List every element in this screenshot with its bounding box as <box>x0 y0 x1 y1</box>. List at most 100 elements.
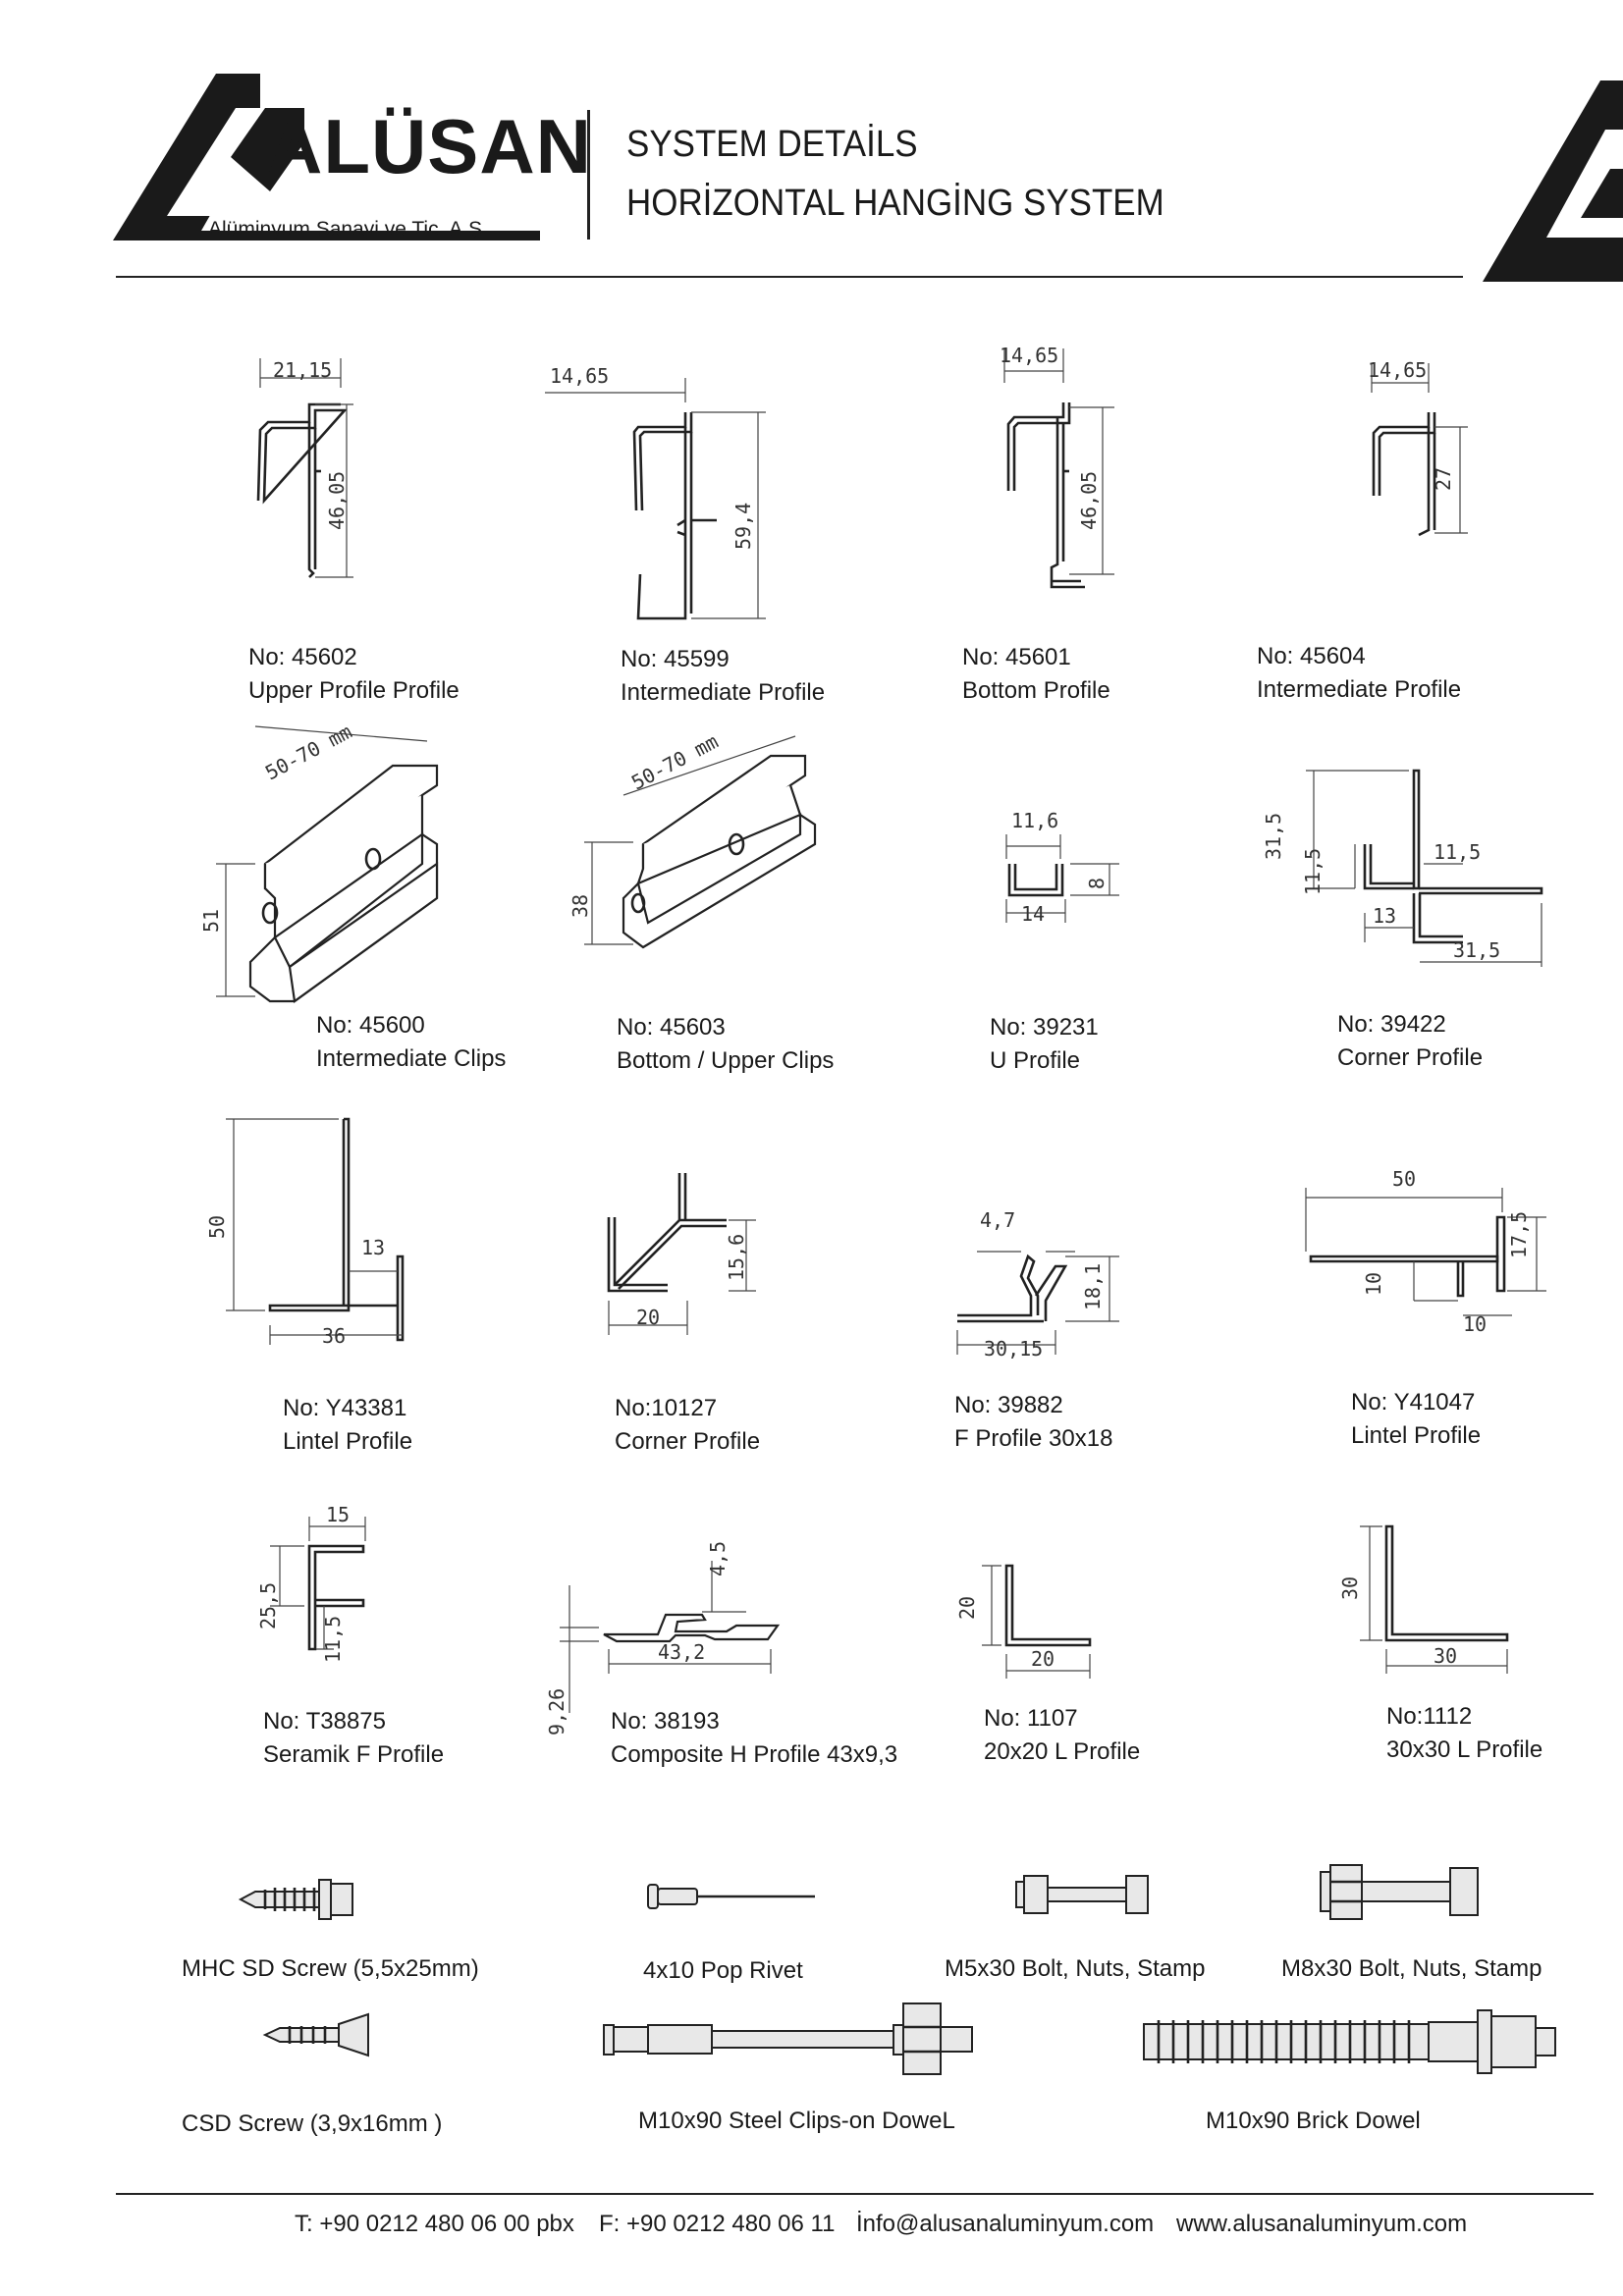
dim-label: 50 <box>205 1215 229 1239</box>
profile-name: Intermediate Clips <box>316 1045 507 1072</box>
brick-dowel-icon <box>1143 2009 1556 2074</box>
page-title-line2: HORİZONTAL HANGİNG SYSTEM <box>626 183 1164 224</box>
dim-text-row4: 15 25,5 11,5 4,5 9,26 43,2 20 20 30 30 <box>256 1503 1457 1735</box>
logo-text: ALÜSAN <box>267 103 592 189</box>
profile-caption: No:10127 Corner Profile <box>615 1392 760 1459</box>
drawing-45602 <box>256 358 353 578</box>
profile-name: Corner Profile <box>1337 1044 1484 1071</box>
dim-label: 10 <box>1463 1312 1487 1336</box>
profile-number: No: 45604 <box>1257 643 1366 669</box>
dim-label: 8 <box>1085 878 1109 889</box>
dim-label: 30 <box>1434 1644 1457 1668</box>
profile-number: No: 1107 <box>984 1705 1078 1732</box>
dim-label: 30,15 <box>984 1337 1043 1361</box>
accessory-label: M5x30 Bolt, Nuts, Stamp <box>945 1955 1206 1982</box>
profile-number: No: Y43381 <box>283 1395 407 1421</box>
logo-subtitle: Alüminyum Sanayi ve Tic. A.Ş. <box>208 218 488 240</box>
profile-caption: No: T38875 Seramik F Profile <box>263 1705 444 1772</box>
profile-number: No: 39882 <box>954 1392 1063 1418</box>
pop-rivet-icon <box>647 1884 815 1909</box>
header-divider <box>587 110 590 240</box>
dim-label: 4,7 <box>980 1208 1015 1232</box>
profile-name: F Profile 30x18 <box>954 1425 1113 1452</box>
page-title-line1: SYSTEM DETAİLS <box>626 124 918 165</box>
drawing-45604 <box>1371 363 1468 537</box>
profile-name: U Profile <box>990 1047 1081 1074</box>
footer-phone: T: +90 0212 480 06 00 pbx <box>295 2211 574 2237</box>
footer-email-link[interactable]: İnfo@alusanaluminyum.com <box>856 2211 1155 2237</box>
dim-text-row2: 50-70 mm 51 50-70 mm 38 11,6 8 14 31,5 1… <box>199 720 1500 962</box>
profile-caption: No: 45604 Intermediate Profile <box>1257 640 1461 707</box>
profile-name: Bottom Profile <box>962 677 1110 704</box>
profile-name: Lintel Profile <box>1351 1422 1482 1449</box>
profile-number: No: 39231 <box>990 1014 1099 1041</box>
profile-caption: No: 45603 Bottom / Upper Clips <box>617 1011 834 1078</box>
profile-name: 30x30 L Profile <box>1386 1736 1543 1763</box>
profile-name: Upper Profile Profile <box>248 677 460 704</box>
dim-text-row3: 50 13 36 15,6 20 4,7 18,1 30,15 50 17,5 … <box>205 1167 1531 1361</box>
profile-caption: No: 45600 Intermediate Clips <box>316 1009 506 1076</box>
profile-caption: No: 45599 Intermediate Profile <box>621 643 825 710</box>
steel-clips-on-dowel-icon <box>603 2002 973 2075</box>
accessory-label: CSD Screw (3,9x16mm ) <box>182 2110 443 2137</box>
profile-caption: No: 45602 Upper Profile Profile <box>248 641 460 708</box>
dim-label: 13 <box>1373 904 1396 928</box>
profile-caption: No: 39231 U Profile <box>990 1011 1099 1078</box>
drawing-39231 <box>1005 834 1119 923</box>
dim-label: 21,15 <box>273 358 332 382</box>
dim-label: 11,5 <box>321 1616 345 1663</box>
drawing-1107 <box>982 1564 1092 1679</box>
header-rule <box>116 276 1463 278</box>
profile-caption: No: 39422 Corner Profile <box>1337 1008 1483 1075</box>
dim-label: 11,6 <box>1011 809 1058 832</box>
dim-label: 18,1 <box>1081 1263 1105 1310</box>
profile-name: Seramik F Profile <box>263 1741 445 1768</box>
profile-caption: No:1112 30x30 L Profile <box>1386 1700 1542 1767</box>
dim-label: 27 <box>1432 467 1455 491</box>
accessory-label: M10x90 Brick Dowel <box>1206 2108 1421 2134</box>
dim-label: 38 <box>568 894 592 918</box>
dim-label: 9,26 <box>545 1688 568 1735</box>
profile-number: No: 45602 <box>248 644 357 670</box>
profile-number: No: 45599 <box>621 646 730 672</box>
corner-logo-mark-icon <box>1483 80 1623 282</box>
profile-number: No: 38193 <box>611 1708 720 1735</box>
dim-label: 20 <box>955 1596 979 1620</box>
profile-number: No: 45603 <box>617 1014 726 1041</box>
dim-label: 14 <box>1021 902 1045 926</box>
mhc-sd-screw-icon <box>238 1879 353 1920</box>
profile-caption: No: Y43381 Lintel Profile <box>283 1392 412 1459</box>
drawing-Y43381 <box>226 1117 405 1345</box>
dim-label: 31,5 <box>1262 813 1285 860</box>
profile-caption: No: 1107 20x20 L Profile <box>984 1702 1140 1769</box>
profile-name: Bottom / Upper Clips <box>617 1047 835 1074</box>
dim-label: 25,5 <box>256 1582 280 1629</box>
accessory-label: 4x10 Pop Rivet <box>643 1957 803 1984</box>
dim-label: 59,4 <box>731 503 755 550</box>
drawing-45601 <box>1003 348 1114 589</box>
dim-label: 4,5 <box>706 1541 730 1576</box>
profile-number: No: T38875 <box>263 1708 386 1735</box>
dim-label: 15 <box>326 1503 350 1526</box>
dim-label: 17,5 <box>1507 1211 1531 1258</box>
footer-rule <box>116 2193 1594 2195</box>
profile-number: No: Y41047 <box>1351 1389 1476 1415</box>
dim-label: 11,5 <box>1434 840 1481 864</box>
drawing-39882 <box>956 1251 1119 1355</box>
profile-caption: No: 45601 Bottom Profile <box>962 641 1110 708</box>
drawing-38193 <box>560 1561 781 1713</box>
profile-number: No:1112 <box>1386 1703 1473 1730</box>
footer-website-link[interactable]: www.alusanaluminyum.com <box>1176 2211 1468 2237</box>
profile-name: Corner Profile <box>615 1428 761 1455</box>
drawing-10127 <box>607 1173 756 1335</box>
profile-number: No: 45601 <box>962 644 1071 670</box>
drawing-45603-clip <box>584 735 817 949</box>
m8x30-bolt-icon <box>1320 1864 1479 1920</box>
dim-label: 46,05 <box>1077 471 1101 530</box>
profile-name: Composite H Profile 43x9,3 <box>611 1741 898 1768</box>
dim-label: 31,5 <box>1453 938 1500 962</box>
profile-caption: No: Y41047 Lintel Profile <box>1351 1386 1481 1453</box>
dim-text-row1: 21,15 46,05 14,65 59,4 14,65 46,05 14,65… <box>273 344 1455 550</box>
logo-mark-icon <box>113 74 540 240</box>
dim-label: 15,6 <box>725 1234 748 1281</box>
